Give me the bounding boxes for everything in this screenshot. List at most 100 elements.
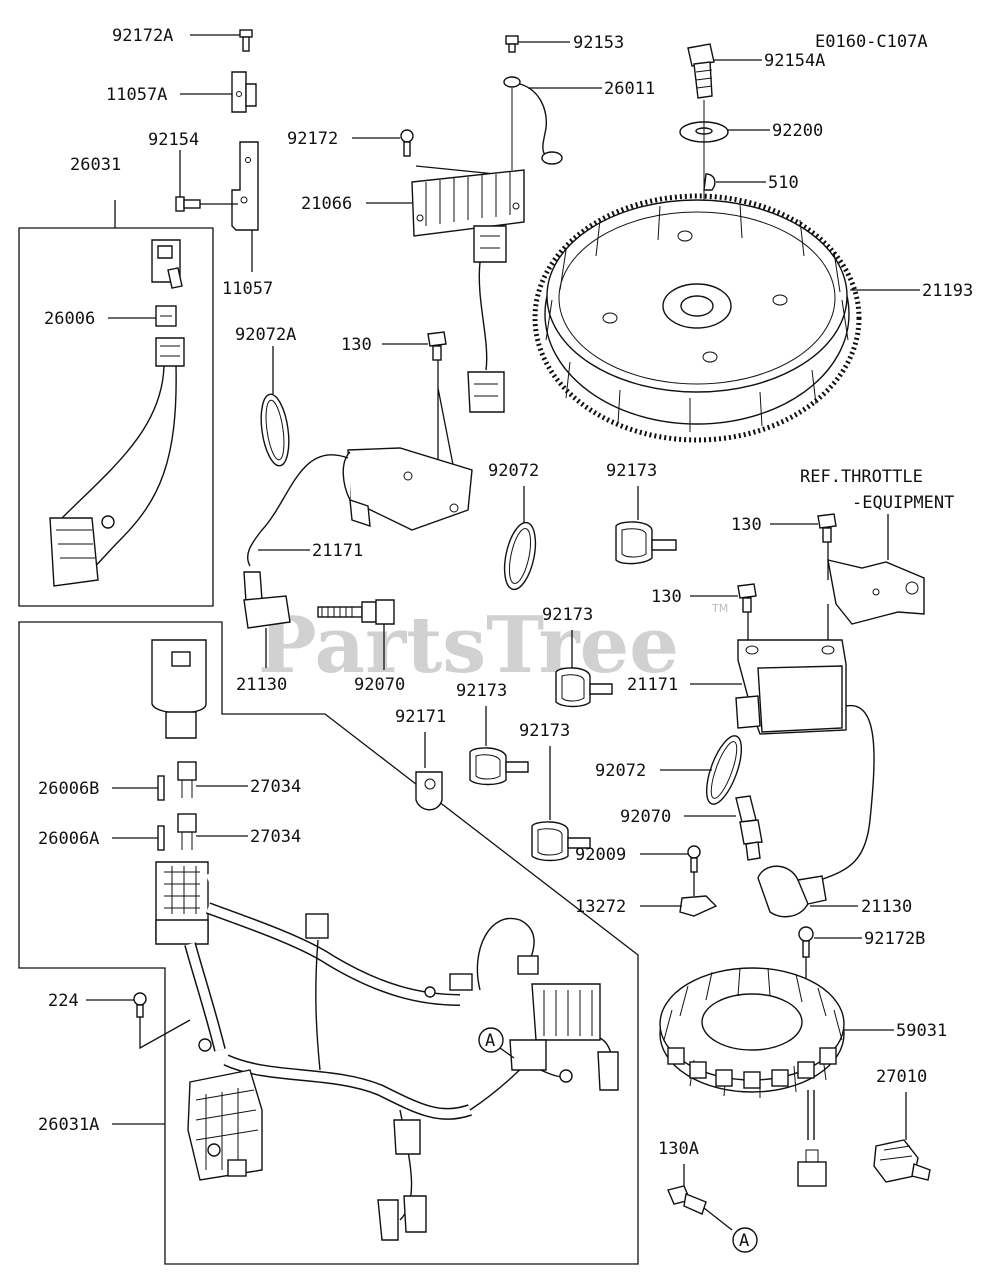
- label-92070-left: 92070: [354, 675, 405, 695]
- spark-plug-92070-left: [317, 599, 395, 625]
- coil-lead-right: [819, 705, 875, 881]
- watermark-tm: TM: [711, 602, 728, 615]
- label-26011: 26011: [604, 79, 655, 99]
- label-92153: 92153: [573, 33, 624, 53]
- label-27010: 27010: [876, 1067, 927, 1087]
- regulator-plug: [467, 371, 505, 413]
- fuse-block: [155, 861, 209, 945]
- label-92173-a: 92173: [606, 461, 657, 481]
- label-21130-left: 21130: [236, 675, 287, 695]
- label-21171-left: 21171: [312, 541, 363, 561]
- label-92154: 92154: [148, 130, 199, 150]
- label-26031: 26031: [70, 155, 121, 175]
- label-130-right-top: 130: [731, 515, 762, 535]
- label-11057A: 11057A: [106, 85, 167, 105]
- ref-note-line1: REF.THROTTLE: [800, 467, 923, 487]
- harness-ground-ring: [198, 1038, 212, 1052]
- clip-92173-b: [555, 667, 613, 708]
- harness-connector-lower: [377, 1119, 427, 1241]
- ring-terminal: [101, 515, 115, 529]
- key-510: [703, 173, 716, 191]
- label-92173-b: 92173: [542, 605, 593, 625]
- plug-cap-21130-right: [757, 865, 827, 918]
- flywheel-21193: [532, 193, 862, 443]
- label-21193: 21193: [922, 281, 973, 301]
- plate-13272: [679, 895, 718, 917]
- label-21130-right: 21130: [861, 897, 912, 917]
- relay-connector: [151, 239, 183, 289]
- harness-connector-center: [509, 1039, 619, 1091]
- label-92172A: 92172A: [112, 26, 173, 46]
- label-27034-b: 27034: [250, 827, 301, 847]
- label-92072A: 92072A: [235, 325, 296, 345]
- harness-26031A-box: [18, 621, 639, 1265]
- stator-leads: [807, 1090, 815, 1140]
- bolt-130A: [667, 1185, 707, 1215]
- fuse-26006: [155, 305, 177, 327]
- fuse-holder: [155, 337, 185, 367]
- ignition-coil-21171-left: [342, 447, 473, 531]
- bracket-11057A: [231, 71, 257, 113]
- label-92173-d: 92173: [519, 721, 570, 741]
- clip-92171: [415, 771, 443, 811]
- label-130A: 130A: [658, 1139, 699, 1159]
- label-92070-right: 92070: [620, 807, 671, 827]
- clip-92173-a: [615, 521, 677, 565]
- label-92154A: 92154A: [764, 51, 825, 71]
- screw-92153: [505, 35, 519, 53]
- screw-92009: [687, 845, 701, 873]
- bolt-130-right-mid: [737, 583, 757, 613]
- coil-lead-left: [246, 454, 349, 567]
- label-26006A: 26006A: [38, 829, 99, 849]
- regulator-connector: [473, 225, 507, 263]
- plug-cap-21130-left: [243, 571, 291, 629]
- label-11057: 11057: [222, 279, 273, 299]
- clamp-92072A: [260, 393, 290, 467]
- label-13272: 13272: [575, 897, 626, 917]
- label-130-top: 130: [341, 335, 372, 355]
- bracket-11057: [231, 141, 259, 231]
- label-130-right-mid: 130: [651, 587, 682, 607]
- ref-note-line2: -EQUIPMENT: [852, 493, 954, 513]
- callout-a-lower-text: A: [739, 1231, 749, 1251]
- fuse-wire-a: [59, 365, 165, 521]
- label-92072-right: 92072: [595, 761, 646, 781]
- label-92072-top: 92072: [488, 461, 539, 481]
- callout-a-upper-text: A: [485, 1031, 495, 1051]
- ground-lead-26011: [503, 76, 563, 170]
- clamp-92072-right: [705, 735, 743, 805]
- regulator-wire: [478, 261, 488, 371]
- label-92172B: 92172B: [864, 929, 925, 949]
- callout-a-lower: [732, 1227, 758, 1253]
- label-224: 224: [48, 991, 79, 1011]
- label-59031: 59031: [896, 1021, 947, 1041]
- screw-224-leader: [139, 1017, 191, 1050]
- regulator-21066: [411, 169, 525, 237]
- bolt-92154A: [687, 43, 715, 99]
- relay-27034-a: [177, 761, 197, 798]
- stator-59031: [659, 967, 845, 1098]
- clip-92173-c: [469, 747, 529, 786]
- label-26031A: 26031A: [38, 1115, 99, 1135]
- label-92009: 92009: [575, 845, 626, 865]
- clip-92173-d: [531, 821, 591, 862]
- stator-connector: [797, 1149, 827, 1187]
- harness-connector-top: [305, 913, 539, 998]
- fuse-26006A: [157, 825, 165, 851]
- harness-plug: [49, 517, 99, 587]
- bolt-130-right-top: [817, 513, 837, 543]
- main-harness: [184, 863, 613, 1221]
- screw-224: [133, 992, 147, 1018]
- kit-26031-box: [18, 227, 214, 607]
- label-27034-a: 27034: [250, 777, 301, 797]
- label-26006: 26006: [44, 309, 95, 329]
- ignition-coil-21171-right: [735, 639, 847, 735]
- relay-module: [151, 639, 207, 739]
- screw-92172A: [239, 29, 253, 52]
- screw-92172B: [798, 926, 814, 958]
- label-92200: 92200: [772, 121, 823, 141]
- throttle-bracket: [827, 559, 925, 625]
- label-21171-right: 21171: [627, 675, 678, 695]
